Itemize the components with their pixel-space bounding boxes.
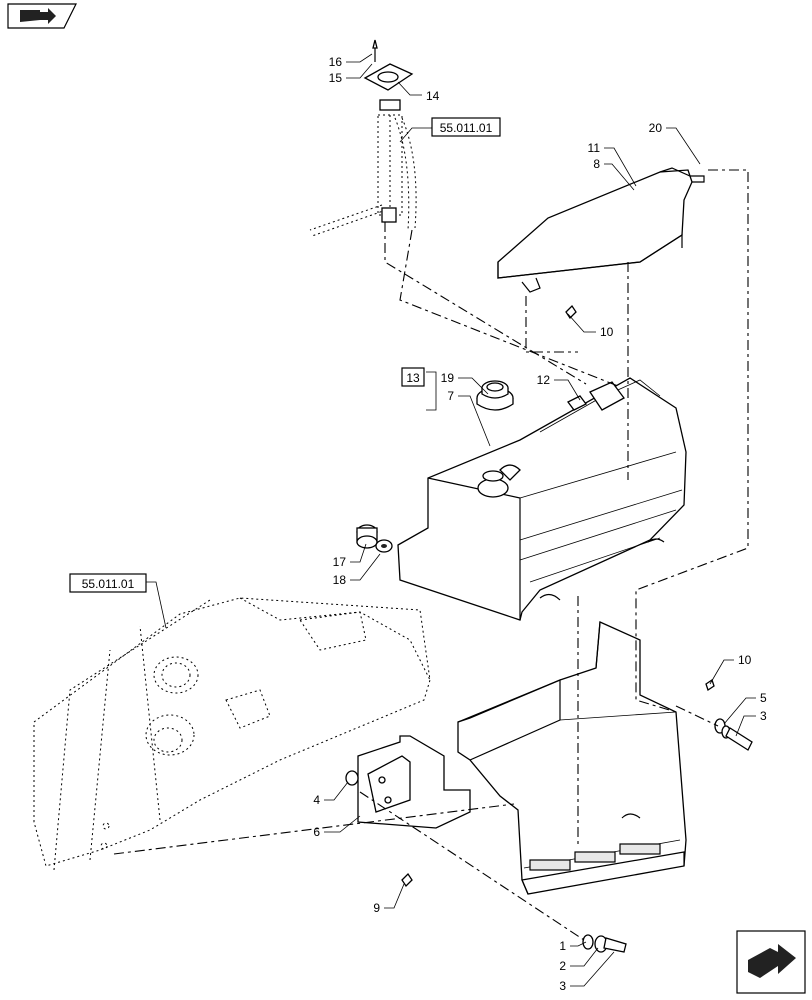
callout-3-right: 3 — [760, 709, 767, 723]
callout-17: 17 — [333, 555, 347, 569]
reference-box-left[interactable]: 55.011.01 — [69, 573, 147, 593]
svg-text:55.011.01: 55.011.01 — [82, 577, 135, 591]
callout-16: 16 — [329, 55, 343, 69]
callout-10-right: 10 — [738, 653, 752, 667]
fuel-sender-unit — [309, 39, 417, 237]
svg-text:13: 13 — [406, 371, 420, 385]
callout-19: 19 — [441, 371, 455, 385]
callout-10-top: 10 — [600, 325, 614, 339]
callout-14: 14 — [426, 89, 440, 103]
grommet-bushing — [356, 524, 393, 553]
fuel-tank — [397, 377, 687, 621]
callout-20: 20 — [649, 121, 663, 135]
callout-5: 5 — [760, 691, 767, 705]
next-page-arrow-icon[interactable] — [736, 930, 806, 994]
chassis-frame — [33, 597, 431, 871]
callout-8: 8 — [593, 157, 600, 171]
callout-9: 9 — [373, 901, 380, 915]
perforated-heat-shield — [497, 167, 705, 293]
callout-15: 15 — [329, 71, 343, 85]
tank-support-bracket — [357, 621, 687, 895]
callout-3-bottom: 3 — [559, 979, 566, 993]
assembly-lines — [113, 169, 749, 941]
reference-box-top[interactable]: 55.011.01 — [431, 117, 501, 137]
leader-lines — [146, 53, 756, 987]
book-arrow-icon[interactable] — [7, 3, 77, 29]
callout-4: 4 — [313, 793, 320, 807]
callout-2: 2 — [559, 959, 566, 973]
callout-1: 1 — [559, 939, 566, 953]
group-box-13[interactable]: 13 — [401, 367, 425, 387]
fuel-cap — [476, 380, 514, 411]
callout-7: 7 — [447, 389, 454, 403]
svg-text:55.011.01: 55.011.01 — [440, 121, 493, 135]
callout-6: 6 — [313, 825, 320, 839]
callout-18: 18 — [333, 573, 347, 587]
callout-12: 12 — [537, 373, 551, 387]
callout-11: 11 — [588, 141, 601, 155]
